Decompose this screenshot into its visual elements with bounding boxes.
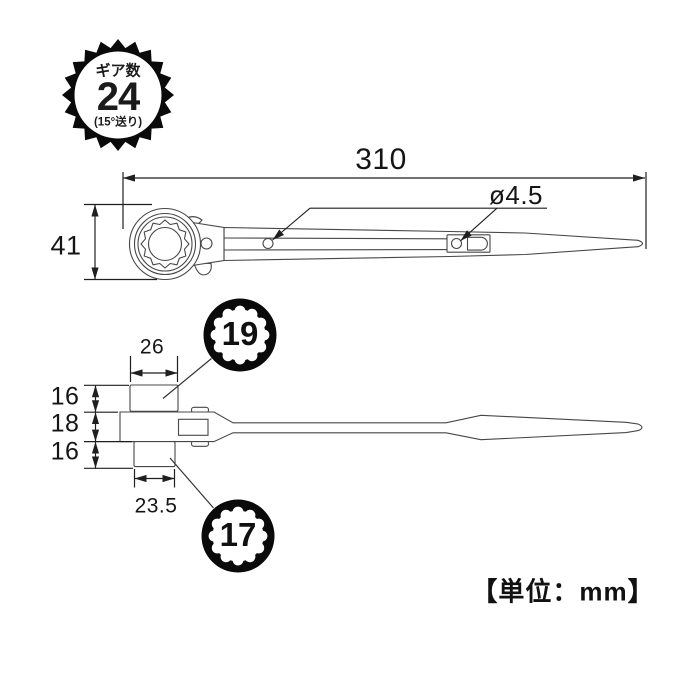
ratchet-head [128, 207, 202, 281]
head-ring-3 [137, 216, 193, 272]
socket-17-badge-number: 17 [219, 516, 257, 554]
gear-count-title: ギア数 [95, 62, 141, 80]
gear-badge-shape [62, 39, 174, 151]
label-socket17-height: 16 [50, 437, 80, 466]
head-outer-ring [128, 207, 202, 281]
side-handle-outline [223, 226, 644, 262]
dim-socket19-width [129, 356, 179, 382]
side-view-drawing [128, 207, 644, 281]
socket-17-outline [133, 441, 176, 468]
label-socket19-width: 26 [139, 335, 165, 359]
socket-19-badge-shape [203, 298, 277, 372]
dia-leader-left [272, 207, 311, 241]
side-pawl-lever [193, 262, 212, 276]
socket-19-badge: 19 [200, 295, 280, 375]
gear-count-value: 24 [96, 75, 140, 119]
socket-17-badge-shape [201, 499, 275, 573]
socket-17-badge: 17 [198, 496, 278, 576]
handle-slot-detail [446, 234, 491, 253]
handle-pin-hole [262, 237, 274, 250]
socket-19-badge-number: 19 [221, 315, 259, 353]
dia-leader-right [460, 207, 498, 242]
dim-socket17-width [133, 469, 176, 488]
leader-socket-17 [169, 457, 214, 509]
badge-leaders [162, 358, 214, 509]
side-handle-chamfer-top [223, 237, 448, 240]
top-view-drawing [119, 384, 643, 468]
leader-socket-19 [162, 358, 212, 399]
slot-pin-hole [450, 237, 463, 250]
head-inner-bore [147, 226, 183, 262]
label-head-height: 41 [50, 230, 82, 261]
unit-note: 【単位：mm】 [471, 576, 655, 607]
socket-19-badge-face [214, 309, 266, 361]
gear-count-badge: ギア数 24 (15°送り) [58, 35, 178, 155]
dim-total-length [122, 172, 647, 249]
head-12pt-socket [140, 219, 190, 269]
body-window [177, 418, 209, 436]
gear-badge-inner [74, 51, 162, 139]
label-total-length: 310 [355, 143, 407, 176]
label-body-thickness: 18 [50, 409, 80, 438]
dim-head-height [84, 203, 157, 281]
slot-capsule [467, 236, 488, 251]
socket-17-badge-face [212, 510, 264, 562]
label-socket19-height: 16 [50, 382, 80, 411]
head-ring-2 [133, 212, 197, 276]
label-socket17-width: 23.5 [134, 494, 178, 518]
label-hole-diameter: ø4.5 [488, 180, 544, 210]
gear-count-pitch: (15°送り) [93, 116, 143, 129]
socket-19-outline [129, 384, 179, 412]
dim-hole-diameter [272, 207, 547, 242]
top-body-outline [119, 411, 643, 443]
dim-height-stack [84, 384, 133, 469]
neck-pin-hole [200, 237, 213, 250]
